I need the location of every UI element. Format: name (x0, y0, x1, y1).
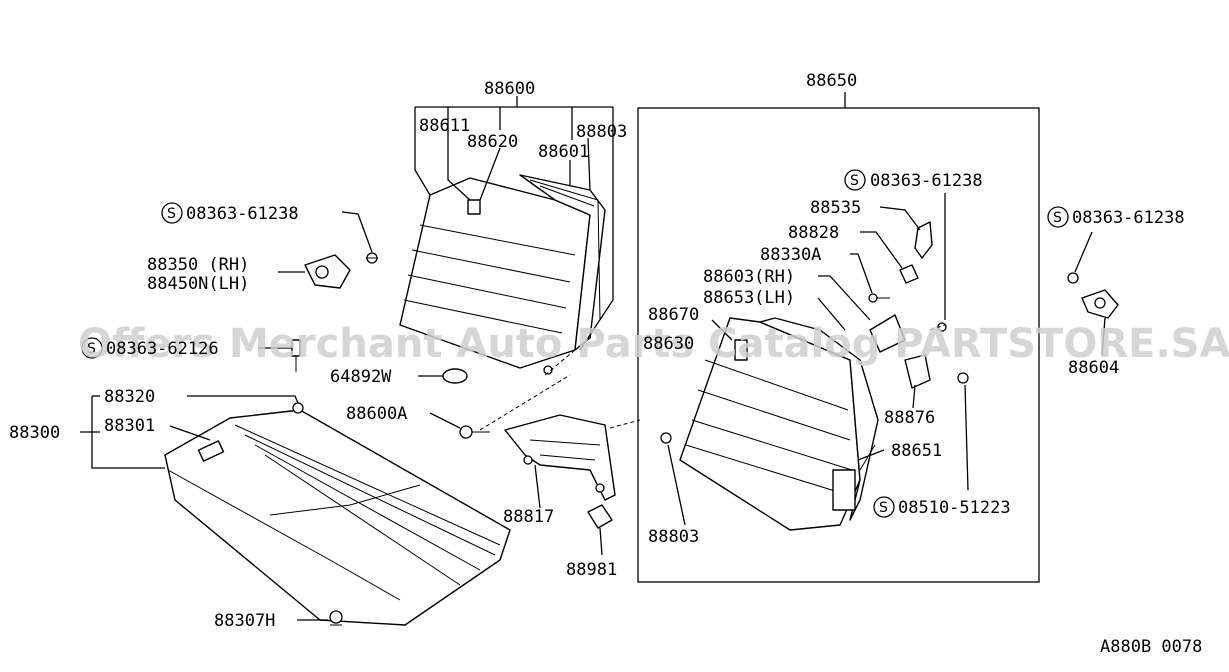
bolt-bottom-part (957, 372, 969, 384)
s-symbol-right: S (1047, 206, 1069, 228)
s-symbol-screw: S (81, 337, 103, 359)
label-88301: 88301 (104, 416, 155, 436)
bushing-88803-top (543, 365, 553, 375)
bolt-right-part (1067, 272, 1079, 284)
right-seat-back (679, 317, 879, 531)
seat-back-cushion (399, 174, 606, 369)
label-88603: 88603(RH) (703, 267, 795, 287)
bolt-left-part (366, 252, 378, 264)
label-88876: 88876 (884, 408, 935, 428)
hook-88876 (904, 354, 931, 389)
clip-88828 (899, 264, 919, 284)
diagram-code: A880B 0078 (1100, 637, 1202, 657)
label-88651: 88651 (891, 441, 942, 461)
svg-text:S: S (1053, 210, 1062, 226)
label-88981: 88981 (566, 560, 617, 580)
s-symbol-bottom: S (873, 496, 895, 518)
label-88650: 88650 (806, 71, 857, 91)
label-bolt-right: 08363-61238 (1072, 208, 1185, 228)
label-88828: 88828 (788, 223, 839, 243)
label-88600a: 88600A (346, 404, 407, 424)
bolt-88600a (459, 425, 490, 439)
hinge-bracket (504, 414, 616, 501)
latch-88535 (914, 221, 933, 259)
label-88817: 88817 (503, 507, 554, 527)
label-88653: 88653(LH) (703, 288, 795, 308)
label-bolt-left: 08363-61238 (186, 204, 299, 224)
label-88620: 88620 (467, 132, 518, 152)
clip-88320-part (292, 402, 304, 414)
svg-text:S: S (167, 206, 176, 222)
label-88450n: 88450N(LH) (147, 274, 249, 294)
plug-64892w (442, 368, 468, 384)
label-88630: 88630 (643, 334, 694, 354)
pad-88981 (587, 504, 613, 529)
bushing-88803-bottom (660, 432, 672, 444)
svg-text:S: S (879, 500, 888, 516)
s-symbol-mid: S (844, 169, 866, 191)
clip-88307h (329, 610, 343, 626)
label-88320: 88320 (104, 387, 155, 407)
label-88600: 88600 (484, 79, 535, 99)
watermark: Offers Merchant Auto Parts Catalog PARTS… (78, 321, 1229, 367)
leader-lines (80, 92, 1106, 621)
seat-cushion (164, 409, 511, 626)
label-bolt-mid: 08363-61238 (870, 171, 983, 191)
label-88535: 88535 (810, 198, 861, 218)
screw-88330a (868, 293, 890, 303)
label-88300: 88300 (9, 423, 60, 443)
label-88803-top: 88803 (576, 122, 627, 142)
bracket-88603 (869, 314, 906, 353)
label-88611: 88611 (419, 116, 470, 136)
label-88601: 88601 (538, 142, 589, 162)
label-64892w: 64892W (330, 367, 392, 387)
label-88803-bottom: 88803 (648, 527, 699, 547)
s-symbol-left: S (161, 202, 183, 224)
svg-text:S: S (87, 341, 96, 357)
hinge-plate-88350 (304, 254, 351, 289)
hinge-88604 (1081, 289, 1119, 319)
label-88307h: 88307H (214, 611, 275, 631)
label-screw-left: 08363-62126 (106, 339, 219, 359)
assembly-frame (637, 107, 1040, 583)
label-bolt-bottom: 08510-51223 (898, 498, 1011, 518)
label-88604: 88604 (1068, 358, 1119, 378)
label-88350: 88350 (RH) (147, 255, 249, 275)
label-88330a: 88330A (760, 245, 821, 265)
svg-text:S: S (850, 173, 859, 189)
label-88670: 88670 (648, 305, 699, 325)
